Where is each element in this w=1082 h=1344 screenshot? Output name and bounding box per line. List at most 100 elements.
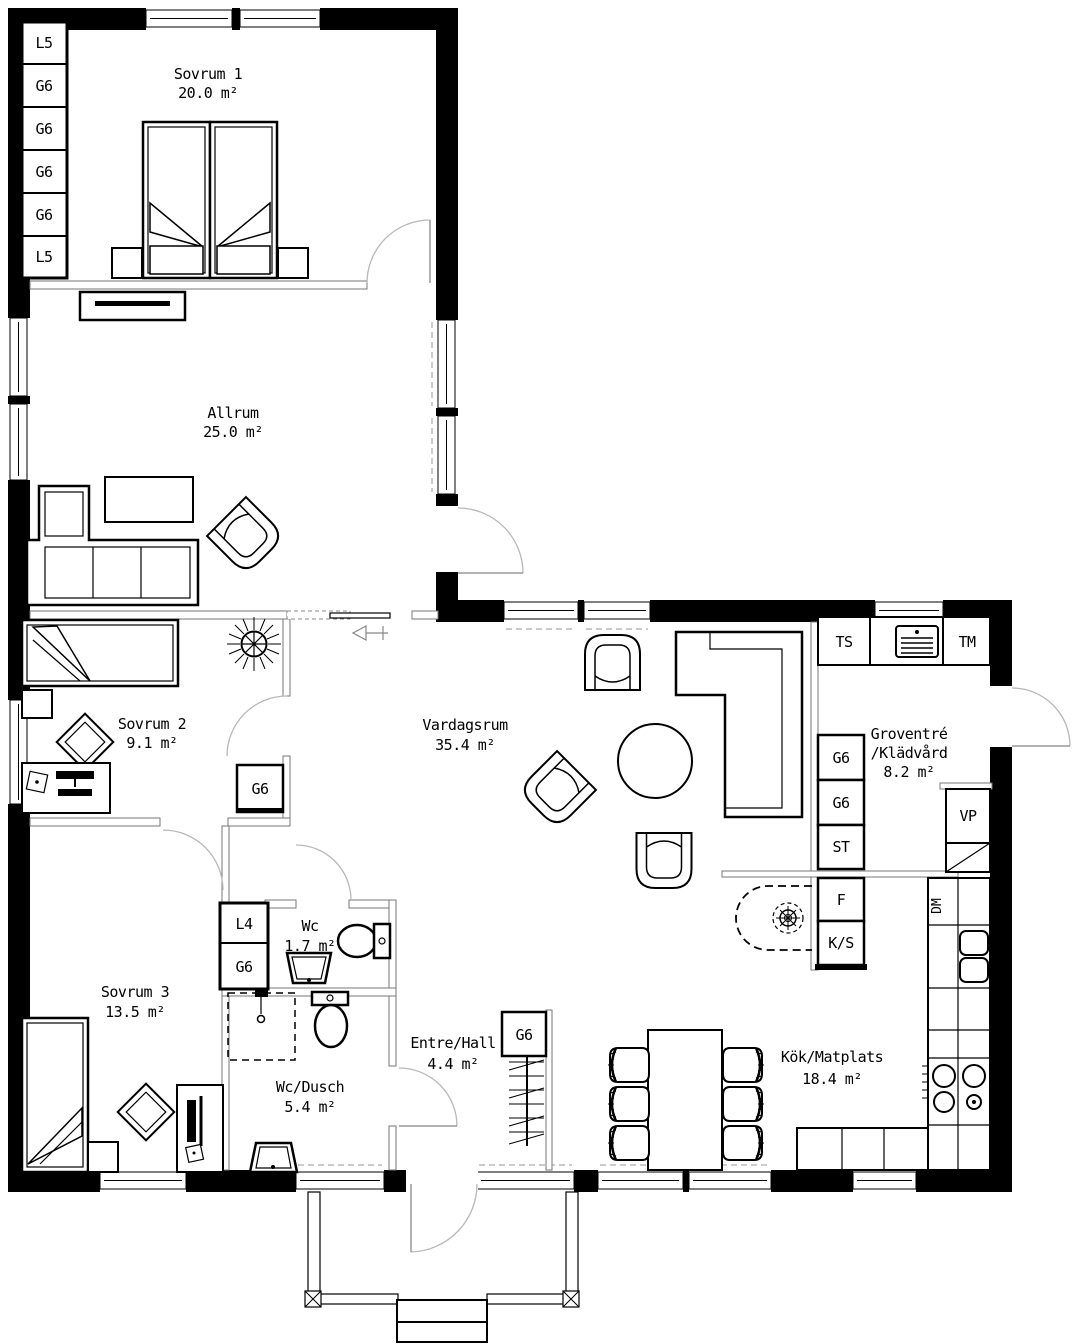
double-bed [141,120,279,280]
desk [176,1084,224,1173]
svg-text:Groventré: Groventré [871,725,948,743]
room-label-wcdusch: Wc/Dusch 5.4 m² [276,1078,345,1116]
dishwasher-label: DM [930,898,945,914]
corner-sofa [25,484,200,607]
laundry-cabinet-column: G6 G6 ST [816,733,866,871]
svg-text:25.0 m²: 25.0 m² [203,423,263,441]
svg-text:20.0 m²: 20.0 m² [178,84,238,102]
cabinet-label: G6 [832,794,850,812]
interior-walls [29,280,993,1171]
room-label-sovrum2: Sovrum 29.1 m² [118,715,187,752]
closet-label: L4 [235,915,253,933]
svg-text:4.4 m²: 4.4 m² [427,1055,478,1073]
svg-text:9.1 m²: 9.1 m² [126,734,177,752]
armchair [584,634,641,691]
window [476,1164,575,1194]
armchair [206,496,286,576]
doors [162,219,1071,1253]
porch [304,1191,580,1343]
laundry-bench: TS TM [817,616,991,666]
armchair [635,832,693,889]
svg-text:Wc: Wc [301,917,318,935]
dining-chair [606,1124,651,1162]
svg-text:Sovrum 1: Sovrum 1 [174,65,243,83]
window [583,598,651,630]
svg-text:Allrum: Allrum [207,404,259,422]
cabinet-label: K/S [828,934,854,952]
window [6,317,32,397]
svg-text:13.5 m²: 13.5 m² [105,1003,165,1021]
chair [116,1082,176,1142]
closet-label: L5 [35,248,52,266]
hall-closet: L4 G6 [218,901,270,991]
room-label-sovrum3: Sovrum 313.5 m² [101,983,170,1021]
porch-post [304,1290,322,1308]
window [6,403,32,481]
closet-label: G6 [35,163,53,181]
armchair [517,750,597,830]
dining-chair [721,1085,766,1123]
window [295,1164,385,1194]
coat-rack [508,1056,545,1146]
coffee-table [104,476,194,523]
window [431,415,460,495]
single-bed [20,1016,90,1174]
steps [396,1299,488,1343]
room-label-entre: Entre/Hall 4.4 m² [410,1034,496,1073]
dresser [78,290,187,322]
dining-chair [721,1124,766,1162]
door-wc [295,844,352,901]
water-heater: VP [945,788,991,873]
closet-label: G6 [251,780,269,798]
svg-text:/Klädvård: /Klädvård [871,744,948,762]
door-groventre [988,686,1071,747]
svg-text:8.2 m²: 8.2 m² [883,763,934,781]
stove-icon [922,1064,986,1113]
sink-icon [959,930,989,983]
cabinet-label: TM [958,633,976,651]
closet-label: G6 [35,77,53,95]
slide-direction-arrow [351,624,388,642]
door-allrum [434,506,524,574]
sink-icon [285,951,333,985]
kitchen-counter-bottom [796,1127,929,1171]
closet-label: G6 [515,1026,533,1044]
door-sovrum3 [162,829,224,891]
door-wcdusch [398,1067,458,1127]
fridge-freezer: F K/S [815,876,867,970]
window [852,1168,917,1194]
door-sovrum1 [366,219,431,284]
sovrum1-closet-column: L5 G6 G6 G6 G6 L5 [20,20,69,280]
l-sofa [674,630,804,819]
svg-text:18.4 m²: 18.4 m² [802,1070,862,1088]
wardrobe-sovrum2: G6 [235,763,285,814]
washing-machine-icon [895,625,939,658]
cabinet-label: TS [835,633,853,651]
window [503,598,579,630]
round-table [617,723,693,799]
plant-icon [227,617,281,671]
room-label-wc: Wc1.7 m² [284,917,336,955]
sliding-door [286,610,391,620]
svg-text:Entre/Hall: Entre/Hall [410,1034,495,1052]
window [431,319,460,409]
nightstand [21,689,53,719]
entre-wardrobe: G6 [500,1010,548,1058]
window [145,6,233,32]
door-entrance [406,1168,478,1253]
window [688,1164,772,1194]
cabinet-label: VP [959,807,977,825]
svg-text:Wc/Dusch: Wc/Dusch [276,1078,344,1096]
closet-label: L5 [35,34,52,52]
cabinet-label: F [837,891,846,909]
nightstand [87,1141,119,1173]
toilet-icon [310,990,350,1049]
window [239,6,321,32]
dining-chair [606,1046,651,1084]
single-bed [20,618,180,688]
svg-text:5.4 m²: 5.4 m² [284,1098,335,1116]
